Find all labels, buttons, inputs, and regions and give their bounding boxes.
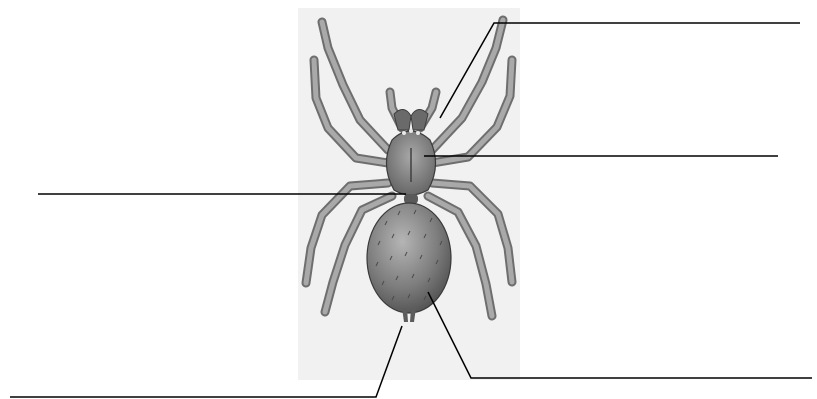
abdomen xyxy=(367,203,451,313)
cephalothorax xyxy=(386,129,435,195)
eye-cluster xyxy=(402,131,406,135)
